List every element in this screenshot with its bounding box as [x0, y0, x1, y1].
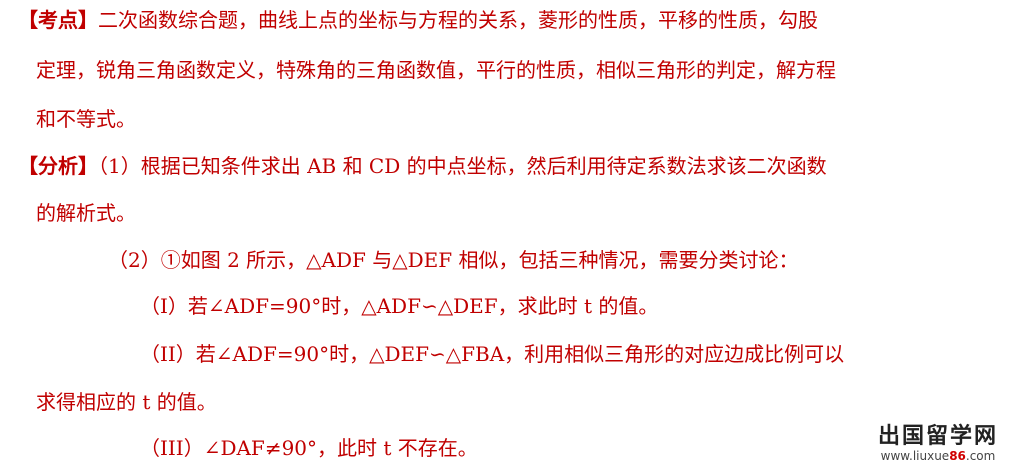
part2-intro: （2）①如图 2 所示，△ADF 与△DEF 相似，包括三种情况，需要分类讨论：	[108, 248, 799, 272]
case-3: （III）∠DAF≠90°，此时 t 不存在。	[140, 436, 478, 460]
watermark-title: 出国留学网	[877, 424, 998, 449]
site-watermark: 出国留学网 www.liuxue86.com	[863, 424, 1013, 464]
fenxi-line-2: 的解析式。	[36, 201, 136, 225]
case-2-line-1: （II）若∠ADF=90°时，△DEF∽△FBA，利用相似三角形的对应边成比例可…	[140, 342, 845, 366]
watermark-url-number: 86	[949, 449, 966, 463]
watermark-url: www.liuxue86.com	[863, 449, 1013, 463]
kaodian-label: 【考点】	[18, 8, 98, 32]
kaodian-line-2: 定理，锐角三角函数定义，特殊角的三角函数值，平行的性质，相似三角形的判定，解方程	[36, 58, 836, 82]
watermark-url-prefix: www.liuxue	[880, 449, 950, 463]
fenxi-text-1: （1）根据已知条件求出 AB 和 CD 的中点坐标，然后利用待定系数法求该二次函…	[98, 154, 827, 178]
fenxi-line-1: 【分析】（1）根据已知条件求出 AB 和 CD 的中点坐标，然后利用待定系数法求…	[18, 156, 827, 176]
kaodian-line-3: 和不等式。	[36, 107, 136, 131]
kaodian-line-1: 【考点】二次函数综合题，曲线上点的坐标与方程的关系，菱形的性质，平移的性质，勾股	[18, 10, 818, 30]
watermark-url-suffix: .com	[965, 449, 996, 463]
case-1: （I）若∠ADF=90°时，△ADF∽△DEF，求此时 t 的值。	[140, 294, 659, 318]
kaodian-text-1: 二次函数综合题，曲线上点的坐标与方程的关系，菱形的性质，平移的性质，勾股	[98, 8, 818, 32]
fenxi-label: 【分析】	[18, 154, 98, 178]
case-2-line-2: 求得相应的 t 的值。	[36, 390, 217, 414]
